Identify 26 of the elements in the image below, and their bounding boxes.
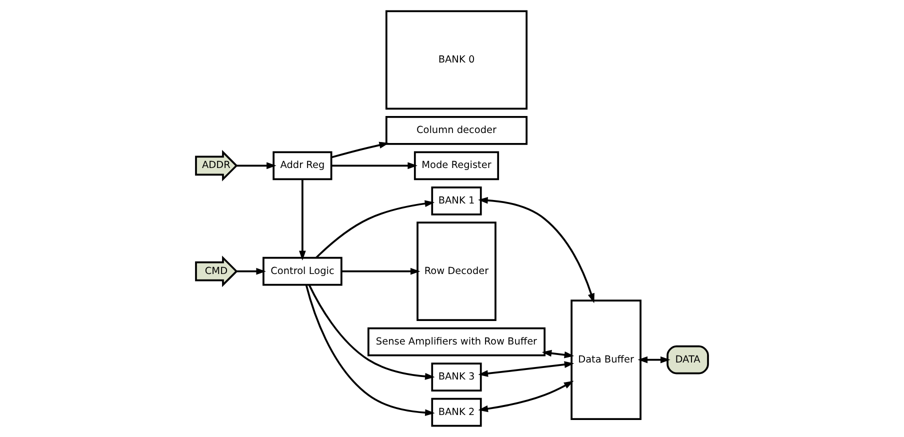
node-box: Row Decoder xyxy=(416,222,496,322)
node-box: BANK 3 xyxy=(431,362,482,392)
arrow xyxy=(332,162,418,170)
node-box: DATA xyxy=(666,345,709,374)
node-box: Mode Register xyxy=(414,151,500,180)
arrow xyxy=(331,142,390,158)
node-box: Control Logic xyxy=(262,256,342,286)
node-box: Column decoder xyxy=(385,116,528,145)
arrow xyxy=(542,350,574,358)
arrow xyxy=(478,380,574,412)
arrow xyxy=(478,196,594,304)
node-box: BANK 0 xyxy=(385,10,528,110)
node-box: Addr Reg xyxy=(272,151,332,180)
arrow xyxy=(315,200,435,258)
arrow xyxy=(478,361,574,377)
node-box: Sense Amplifiers with Row Buffer xyxy=(367,327,546,356)
node-box: BANK 2 xyxy=(431,398,482,427)
arrow xyxy=(305,284,435,416)
arrow xyxy=(236,268,266,275)
arrow xyxy=(299,179,306,261)
arrow xyxy=(638,356,670,364)
node-box: BANK 1 xyxy=(431,186,482,216)
arrow xyxy=(308,284,435,380)
arrow xyxy=(236,162,276,170)
node-box: Data Buffer xyxy=(570,300,642,420)
arrow xyxy=(342,268,420,275)
